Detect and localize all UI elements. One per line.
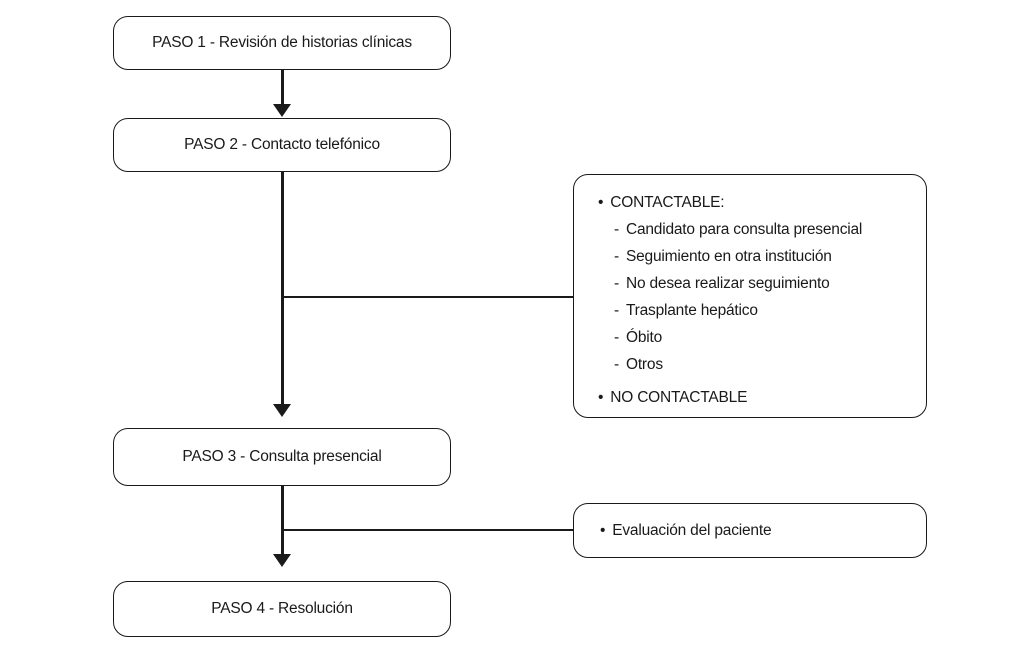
arrow-down-icon — [273, 104, 291, 117]
outcome-text: Óbito — [625, 329, 663, 346]
outcome-text: Trasplante hepático — [625, 302, 758, 319]
dash-icon: - — [614, 356, 619, 373]
outcome-text: Candidato para consulta presencial — [625, 221, 863, 238]
dash-icon: - — [614, 248, 619, 265]
connector-paso2-paso3-line — [281, 172, 284, 404]
connector-branch-evaluation — [281, 529, 573, 531]
bullet-icon: • — [600, 521, 606, 539]
outcome-text: NO CONTACTABLE — [610, 389, 748, 406]
outcome-line: -No desea realizar seguimiento — [598, 270, 912, 297]
evaluation-note-text: Evaluación del paciente — [612, 521, 772, 539]
step-box-paso-1: PASO 1 - Revisión de historias clínicas — [113, 16, 451, 70]
connector-branch-contact-outcomes — [281, 296, 573, 298]
outcome-line: -Óbito — [598, 324, 912, 351]
step-label-paso-3: PASO 3 - Consulta presencial — [182, 448, 382, 465]
outcome-text: Seguimiento en otra institución — [625, 248, 832, 265]
bullet-icon: • — [598, 389, 604, 406]
outcome-line-contactable: • CONTACTABLE: — [598, 189, 912, 216]
contact-outcomes-box: •CONTACTABLE: -Candidato para consulta p… — [573, 174, 927, 418]
arrow-down-icon — [273, 404, 291, 417]
step-box-paso-2: PASO 2 - Contacto telefónico — [113, 118, 451, 172]
outcome-line: -Trasplante hepático — [598, 297, 912, 324]
step-box-paso-3: PASO 3 - Consulta presencial — [113, 428, 451, 486]
dash-icon: - — [614, 221, 619, 238]
dash-icon: - — [614, 302, 619, 319]
outcome-line-no-contactable: • NO CONTACTABLE — [598, 384, 912, 411]
connector-paso3-paso4-line — [281, 486, 284, 554]
step-label-paso-2: PASO 2 - Contacto telefónico — [184, 136, 380, 153]
bullet-icon: • — [598, 194, 604, 211]
arrow-down-icon — [273, 554, 291, 567]
step-label-paso-4: PASO 4 - Resolución — [211, 600, 353, 617]
step-label-paso-1: PASO 1 - Revisión de historias clínicas — [152, 34, 412, 51]
outcome-line: -Otros — [598, 351, 912, 378]
connector-paso1-paso2-line — [281, 70, 284, 104]
outcome-text: Otros — [625, 356, 663, 373]
evaluation-note-box: • Evaluación del paciente — [573, 503, 927, 558]
step-box-paso-4: PASO 4 - Resolución — [113, 581, 451, 637]
outcome-line: -Seguimiento en otra institución — [598, 243, 912, 270]
outcome-text: CONTACTABLE: — [610, 194, 725, 211]
outcome-line: -Candidato para consulta presencial — [598, 216, 912, 243]
dash-icon: - — [614, 329, 619, 346]
outcome-text: No desea realizar seguimiento — [625, 275, 830, 292]
dash-icon: - — [614, 275, 619, 292]
